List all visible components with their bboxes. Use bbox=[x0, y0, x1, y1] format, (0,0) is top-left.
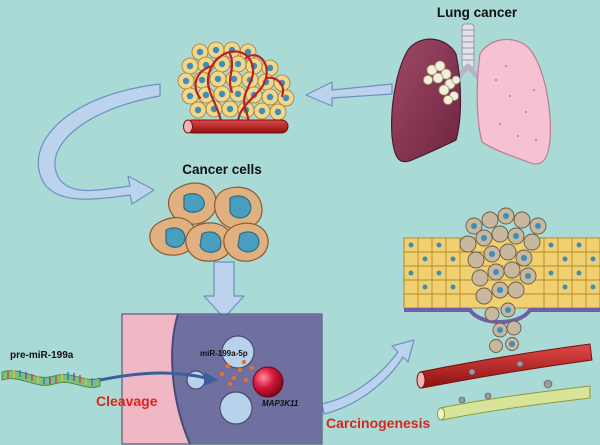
map3k11-label: MAP3K11 bbox=[262, 399, 299, 408]
tumor-cell-grid bbox=[177, 41, 295, 121]
tumor-vessel-cluster bbox=[177, 41, 295, 134]
mirna-5p-label: miR-199a-5p bbox=[200, 349, 248, 358]
cell-interior-box bbox=[121, 313, 323, 445]
arrow-lung-to-tumor bbox=[305, 81, 393, 107]
lungs-illustration: Lung cancer bbox=[391, 5, 551, 165]
cancer-cell bbox=[223, 222, 269, 262]
endosome-vesicles bbox=[186, 335, 255, 425]
arrow-to-carcinogenesis bbox=[321, 339, 415, 415]
map3k11-protein bbox=[252, 366, 284, 398]
blood-vessel-bottom bbox=[416, 343, 593, 404]
tumor-cell-nuclei bbox=[471, 213, 541, 347]
lung-texture bbox=[495, 65, 537, 141]
cancer-cell bbox=[185, 222, 233, 262]
lung-cancer-label: Lung cancer bbox=[437, 5, 518, 20]
lymph-vessel bbox=[437, 385, 591, 421]
cancer-cell bbox=[149, 217, 197, 256]
cancer-cell bbox=[214, 186, 263, 230]
right-lung-healthy bbox=[476, 38, 551, 165]
cancer-cells-label: Cancer cells bbox=[182, 162, 262, 177]
pre-mirna-label: pre-miR-199a bbox=[10, 350, 74, 361]
capillary-network bbox=[194, 50, 285, 128]
carcinogenesis-label: Carcinogenesis bbox=[326, 415, 430, 431]
tissue-invasion-panel bbox=[403, 207, 600, 421]
blood-vessel-top bbox=[183, 119, 289, 134]
cleavage-label: Cleavage bbox=[96, 393, 158, 409]
arrow-down-to-cell bbox=[203, 261, 245, 319]
pre-mirna-strand bbox=[1, 370, 101, 388]
curved-arrow-to-cancer-cells bbox=[37, 83, 161, 205]
arrow-mirna-into-cell bbox=[99, 371, 207, 382]
mirna-fragments bbox=[219, 359, 255, 387]
lung-tumor-mass bbox=[423, 60, 461, 105]
basement-membrane bbox=[404, 308, 600, 324]
arrow-mirna-into-cell-head bbox=[204, 372, 218, 386]
cancer-cell-cluster bbox=[149, 182, 269, 262]
cancer-cell bbox=[167, 182, 217, 225]
